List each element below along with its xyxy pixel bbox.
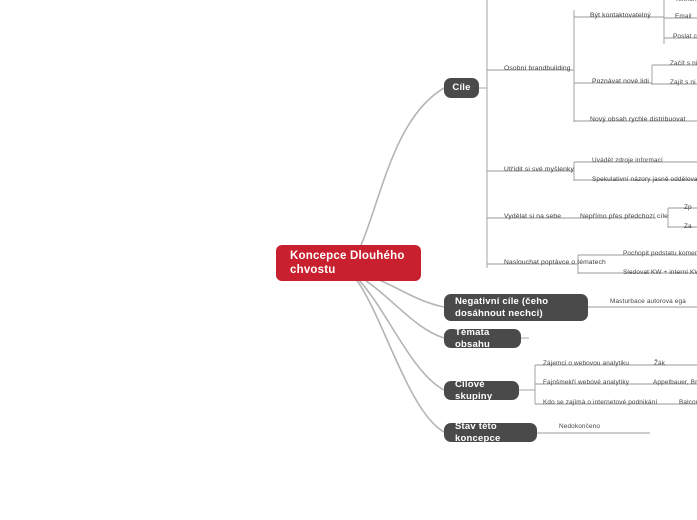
leaf-poslat[interactable]: Poslat c — [673, 33, 697, 40]
root-node: Koncepce Dlouhého chvostu — [276, 245, 421, 281]
leaf-masturbace-ega[interactable]: Masturbace autorova ega — [610, 298, 686, 305]
leaf-utridit-myslenky[interactable]: Utřídit si své myšlenky — [504, 166, 574, 173]
link-root-stav — [354, 277, 445, 433]
leaf-neprimo-pres-cile[interactable]: Nepřímo přes předchozí cíle — [580, 213, 669, 220]
branch-label-cile: Cíle — [452, 82, 471, 94]
link-root-cile — [354, 87, 445, 259]
leaf-nedokonceno[interactable]: Nedokončeno — [559, 423, 601, 430]
link-root-temata — [354, 273, 445, 339]
leaf-za[interactable]: Za — [684, 223, 692, 230]
branch-node-temata-obsahu[interactable]: Témata obsahu — [444, 326, 521, 350]
leaf-vydelat-na-sebe[interactable]: Vydělat si na sebe — [504, 213, 562, 220]
leaf-poznavat-nove-lidi[interactable]: Poznávat nové lidi — [592, 78, 649, 85]
leaf-sledovat-kw[interactable]: Sledovat KW + interní KW — [623, 269, 697, 276]
branch-label-stav-koncepce: Stav této koncepce — [455, 420, 501, 444]
leaf-internetove-podnikani-note: Balcou — [679, 399, 697, 406]
leaf-zacit-s-ni[interactable]: Začít s ni — [670, 60, 697, 67]
leaf-fajnsmekri-analytiky[interactable]: Fajnšmekří webové analytiky — [543, 379, 630, 386]
leaf-uvadet-zdroje[interactable]: Uvádět zdroje informací — [592, 157, 663, 164]
branch-node-stav-koncepce[interactable]: Stav této koncepce — [444, 420, 537, 444]
leaf-zp[interactable]: Zp — [684, 204, 692, 211]
leaf-pochopit-podstatu[interactable]: Pochopit podstatu komentá — [623, 250, 697, 257]
leaf-zajit-s-ni[interactable]: Zajít s ni — [670, 79, 696, 86]
branch-label-temata-obsahu: Témata obsahu — [455, 326, 490, 350]
leaf-email[interactable]: Email — [675, 13, 692, 20]
leaf-fajnsmekri-analytiky-note: Appelbauer, Br — [653, 379, 697, 386]
branch-label-negativni-cile: Negativní cíle (čeho dosáhnout nechci) — [455, 295, 549, 319]
leaf-byt-kontaktovatelny[interactable]: Být kontaktovatelný — [590, 12, 651, 19]
leaf-naslouchat-poptavce[interactable]: Naslouchat poptávce o tématech — [504, 259, 606, 266]
branch-label-cilove-skupiny: Cílové skupiny — [455, 378, 493, 402]
leaf-telefon[interactable]: Telefon — [675, 0, 697, 3]
branch-node-cilove-skupiny[interactable]: Cílové skupiny — [444, 378, 519, 402]
leaf-zajemci-analytika[interactable]: Zájemci o webovou analytiku — [543, 360, 630, 367]
leaf-spekulativni-nazory[interactable]: Spekulativní názory jasně oddělovat — [592, 176, 697, 183]
root-node-label: Koncepce Dlouhého chvostu — [290, 249, 405, 276]
leaf-novy-obsah-distribuovat[interactable]: Nový obsah rychle distribuovat — [590, 116, 686, 123]
link-root-cilove — [354, 275, 445, 391]
branch-node-negativni-cile[interactable]: Negativní cíle (čeho dosáhnout nechci) — [444, 294, 588, 321]
leaf-osobni-brandbuilding[interactable]: Osobní brandbuilding — [504, 65, 571, 72]
leaf-internetove-podnikani[interactable]: Kdo se zajímá o internetové podnikání — [543, 399, 658, 406]
branch-node-cile[interactable]: Cíle — [444, 78, 479, 98]
leaf-zajemci-analytika-note: Žák — [654, 360, 666, 367]
